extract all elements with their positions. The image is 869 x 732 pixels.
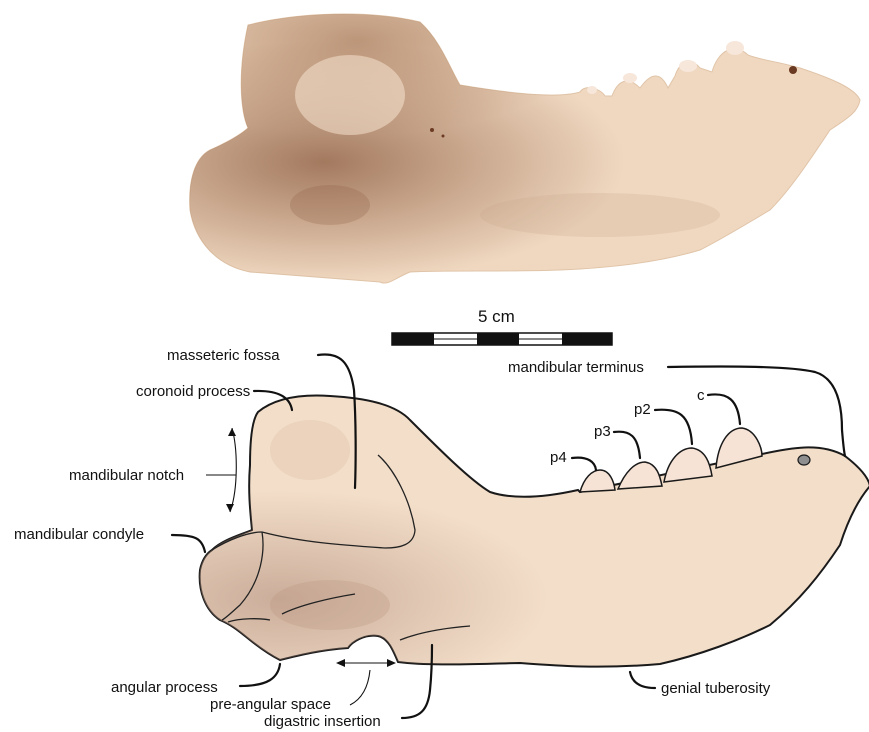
label-p3: p3 [594,423,611,440]
label-masseteric-fossa: masseteric fossa [167,347,280,364]
mandible-drawing [200,396,869,667]
label-coronoid-process: coronoid process [136,383,250,400]
label-genial-tuberosity: genial tuberosity [661,680,771,697]
label-p2: p2 [634,401,651,418]
scale-bar-label: 5 cm [478,307,515,326]
label-angular-process: angular process [111,679,218,696]
label-mandibular-condyle: mandibular condyle [14,526,144,543]
mandible-photograph [190,14,860,283]
label-p4: p4 [550,449,567,466]
label-digastric-insertion: digastric insertion [264,713,381,730]
label-mandibular-notch: mandibular notch [69,467,184,484]
scale-bar: 5 cm [392,307,612,345]
label-mandibular-terminus: mandibular terminus [508,359,644,376]
label-pre-angular-space: pre-angular space [210,696,331,713]
label-c: c [697,387,705,404]
